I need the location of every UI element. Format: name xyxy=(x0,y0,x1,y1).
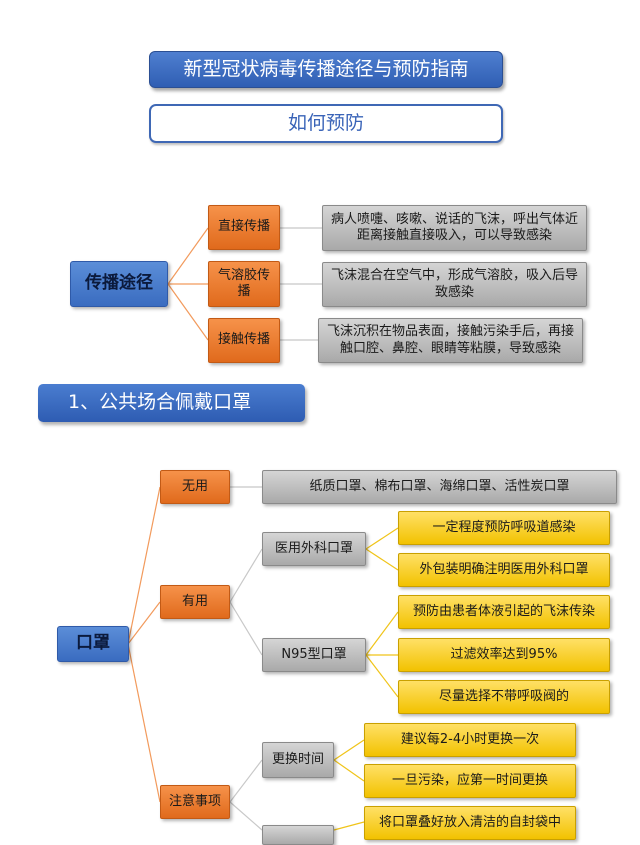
connector-line xyxy=(167,283,209,341)
connector-line xyxy=(333,759,365,782)
route-aerosol: 气溶胶传播 xyxy=(208,261,280,307)
n95-note-2: 过滤效率达到95% xyxy=(398,638,610,672)
connector-line xyxy=(229,601,263,656)
connector-line xyxy=(365,527,399,550)
route-aerosol-desc: 飞沫混合在空气中，形成气溶胶，吸入后导致感染 xyxy=(322,262,587,307)
transmission-root: 传播途径 xyxy=(70,261,168,307)
mask-useless: 无用 xyxy=(160,470,230,504)
connector-line xyxy=(127,601,161,645)
replace-note-1: 建议每2-4小时更换一次 xyxy=(364,723,576,757)
mask-useful: 有用 xyxy=(160,585,230,619)
page-subtitle: 如何预防 xyxy=(149,104,503,143)
connector-line xyxy=(167,227,209,285)
n95-note-1: 预防由患者体液引起的飞沫传染 xyxy=(398,595,610,629)
mask-useless-desc: 纸质口罩、棉布口罩、海绵口罩、活性炭口罩 xyxy=(262,470,617,504)
connector-line xyxy=(333,739,365,761)
disposal-note-1: 将口罩叠好放入清洁的自封袋中 xyxy=(364,806,576,840)
page-title: 新型冠状病毒传播途径与预防指南 xyxy=(149,51,503,88)
mask-root: 口罩 xyxy=(57,626,129,662)
mask-surgical: 医用外科口罩 xyxy=(262,532,366,566)
connector-line xyxy=(333,821,365,831)
connector-line xyxy=(365,654,399,698)
route-contact: 接触传播 xyxy=(208,318,280,363)
mask-attention: 注意事项 xyxy=(160,785,230,819)
connector-line xyxy=(229,759,263,803)
n95-note-3: 尽量选择不带呼吸阀的 xyxy=(398,680,610,714)
surgical-note-2: 外包装明确注明医用外科口罩 xyxy=(398,553,610,587)
route-direct: 直接传播 xyxy=(208,205,280,250)
connector-line xyxy=(127,643,161,803)
mask-disposal xyxy=(262,825,334,845)
section-heading: 1、公共场合佩戴口罩 xyxy=(38,384,305,422)
connector-line xyxy=(365,611,399,656)
mask-replace-time: 更换时间 xyxy=(262,742,334,778)
connector-line xyxy=(229,801,263,831)
connector-line xyxy=(229,548,263,603)
route-direct-desc: 病人喷嚏、咳嗽、说话的飞沫，呼出气体近距离接触直接吸入，可以导致感染 xyxy=(322,205,587,251)
route-contact-desc: 飞沫沉积在物品表面，接触污染手后，再接触口腔、鼻腔、眼睛等粘膜，导致感染 xyxy=(318,318,583,363)
connector-line xyxy=(127,486,161,645)
surgical-note-1: 一定程度预防呼吸道感染 xyxy=(398,511,610,545)
replace-note-2: 一旦污染，应第一时间更换 xyxy=(364,764,576,798)
connector-line xyxy=(365,548,399,571)
mask-n95: N95型口罩 xyxy=(262,638,366,672)
